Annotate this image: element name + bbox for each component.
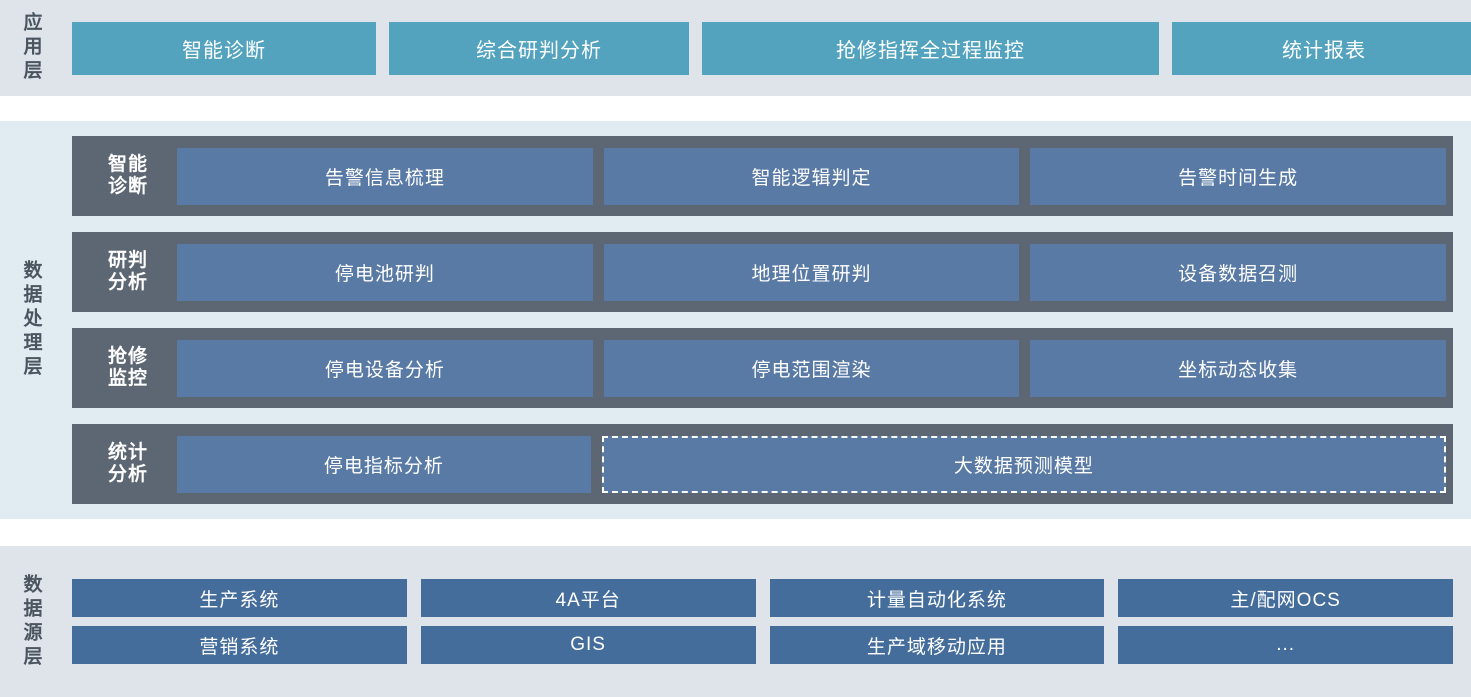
source-box-label: ... (1276, 634, 1296, 655)
band-separator-top (0, 96, 1471, 121)
app-box-comprehensive-analysis[interactable]: 综合研判分析 (389, 21, 689, 75)
process-row-title: 抢修 监控 (79, 346, 177, 391)
source-box-label: 主/配网OCS (1230, 589, 1341, 611)
process-box-label: 大数据预测模型 (953, 455, 1094, 477)
band-separator-bottom (0, 519, 1471, 546)
application-layer-label: 应用层 (0, 0, 62, 96)
source-box-label: 计量自动化系统 (866, 589, 1007, 611)
app-box-statistical-report[interactable]: 统计报表 (1172, 21, 1471, 75)
app-box-label: 综合研判分析 (476, 39, 602, 62)
process-box-label: 地理位置研判 (751, 263, 872, 285)
process-row-statistical-analysis: 统计 分析 停电指标分析 大数据预测模型 (72, 424, 1453, 504)
application-layer-label-text: 应用层 (20, 12, 42, 84)
process-box-label: 停电范围渲染 (751, 359, 872, 381)
process-row-title: 研判 分析 (79, 250, 177, 295)
source-box-production-system[interactable]: 生产系统 (72, 579, 407, 617)
process-box-alarm-info-sorting[interactable]: 告警信息梳理 (177, 147, 593, 205)
process-row-cells: 告警信息梳理 智能逻辑判定 告警时间生成 (177, 147, 1447, 205)
process-row-title-line1: 研判 (107, 249, 148, 271)
process-box-outage-range-rendering[interactable]: 停电范围渲染 (603, 339, 1020, 397)
process-row-title-line1: 抢修 (107, 345, 148, 367)
process-box-label: 告警时间生成 (1178, 167, 1299, 189)
app-box-label: 智能诊断 (182, 39, 266, 62)
process-box-label: 坐标动态收集 (1178, 359, 1299, 381)
data-processing-rows: 智能 诊断 告警信息梳理 智能逻辑判定 告警时间生成 (62, 121, 1471, 519)
source-box-label: 营销系统 (199, 636, 280, 658)
application-layer-band: 应用层 智能诊断 综合研判分析 抢修指挥全过程监控 统计报表 (0, 0, 1471, 96)
source-box-more[interactable]: ... (1118, 626, 1453, 664)
source-box-label: 生产系统 (199, 589, 280, 611)
process-box-label: 停电指标分析 (323, 455, 444, 477)
source-box-production-mobile-app[interactable]: 生产域移动应用 (769, 626, 1105, 664)
app-box-label: 抢修指挥全过程监控 (836, 39, 1025, 62)
process-row-judgment-analysis: 研判 分析 停电池研判 地理位置研判 设备数据召测 (72, 232, 1453, 312)
data-source-layer-label-text: 数据源层 (20, 573, 42, 670)
process-row-title: 统计 分析 (79, 442, 177, 487)
source-box-gis[interactable]: GIS (420, 626, 756, 664)
process-box-outage-pool-judgment[interactable]: 停电池研判 (177, 243, 593, 301)
process-box-label: 设备数据召测 (1178, 263, 1299, 285)
process-box-intelligent-logic-judgment[interactable]: 智能逻辑判定 (603, 147, 1020, 205)
source-box-metering-automation-system[interactable]: 计量自动化系统 (769, 579, 1105, 617)
process-box-device-data-retrieval[interactable]: 设备数据召测 (1030, 243, 1447, 301)
process-box-outage-index-analysis[interactable]: 停电指标分析 (177, 435, 591, 493)
source-row-1: 生产系统 4A平台 计量自动化系统 主/配网OCS (72, 579, 1453, 617)
process-box-geographic-location-judgment[interactable]: 地理位置研判 (603, 243, 1020, 301)
process-box-label: 停电池研判 (334, 263, 435, 285)
process-row-intelligent-diagnosis: 智能 诊断 告警信息梳理 智能逻辑判定 告警时间生成 (72, 136, 1453, 216)
application-layer-boxes: 智能诊断 综合研判分析 抢修指挥全过程监控 统计报表 (62, 0, 1471, 96)
process-row-repair-monitoring: 抢修 监控 停电设备分析 停电范围渲染 坐标动态收集 (72, 328, 1453, 408)
data-source-layer-band: 数据源层 生产系统 4A平台 计量自动化系统 主/配网OCS 营销系统 (0, 546, 1471, 697)
source-box-marketing-system[interactable]: 营销系统 (72, 626, 407, 664)
process-row-title-line2: 监控 (107, 368, 148, 389)
process-row-title-line2: 诊断 (107, 176, 148, 197)
process-row-title-line1: 智能 (107, 153, 148, 175)
process-row-title: 智能 诊断 (79, 154, 177, 199)
source-row-2: 营销系统 GIS 生产域移动应用 ... (72, 626, 1453, 664)
data-processing-layer-label-text: 数据处理层 (20, 260, 42, 380)
process-box-label: 告警信息梳理 (324, 167, 445, 189)
data-source-layer-label: 数据源层 (0, 546, 62, 697)
app-box-label: 统计报表 (1282, 39, 1366, 62)
process-row-title-line1: 统计 (107, 441, 148, 463)
source-box-main-distribution-ocs[interactable]: 主/配网OCS (1118, 579, 1453, 617)
app-box-repair-command-monitoring[interactable]: 抢修指挥全过程监控 (702, 21, 1159, 75)
process-box-big-data-prediction-model[interactable]: 大数据预测模型 (601, 435, 1446, 493)
process-box-outage-device-analysis[interactable]: 停电设备分析 (177, 339, 593, 397)
data-processing-layer-label: 数据处理层 (0, 121, 62, 519)
process-box-alarm-time-generation[interactable]: 告警时间生成 (1030, 147, 1447, 205)
source-box-4a-platform[interactable]: 4A平台 (420, 579, 756, 617)
source-box-label: 4A平台 (555, 589, 621, 611)
process-box-label: 智能逻辑判定 (751, 167, 872, 189)
process-box-label: 停电设备分析 (324, 359, 445, 381)
process-row-title-line2: 分析 (107, 272, 148, 293)
source-box-label: GIS (570, 634, 606, 655)
data-source-rows: 生产系统 4A平台 计量自动化系统 主/配网OCS 营销系统 GIS (62, 546, 1471, 697)
process-row-title-line2: 分析 (107, 464, 148, 485)
process-box-coordinate-dynamic-collection[interactable]: 坐标动态收集 (1030, 339, 1447, 397)
data-processing-layer-band: 数据处理层 智能 诊断 告警信息梳理 智能逻辑判定 告警时间生成 (0, 121, 1471, 519)
process-row-cells: 停电设备分析 停电范围渲染 坐标动态收集 (177, 339, 1447, 397)
app-box-intelligent-diagnosis[interactable]: 智能诊断 (72, 21, 376, 75)
process-row-cells: 停电指标分析 大数据预测模型 (177, 435, 1446, 493)
process-row-cells: 停电池研判 地理位置研判 设备数据召测 (177, 243, 1447, 301)
source-box-label: 生产域移动应用 (866, 636, 1007, 658)
